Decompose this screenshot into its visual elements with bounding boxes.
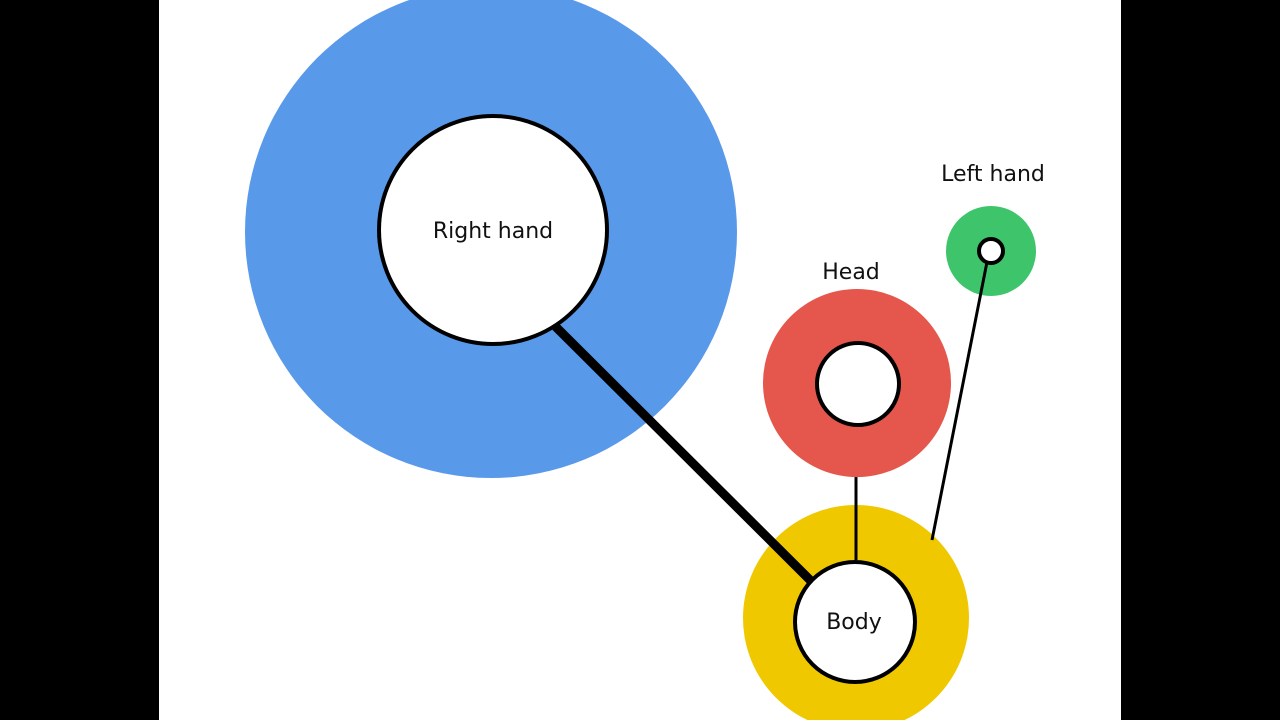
diagram-svg: Right hand Head Left hand Body bbox=[245, 0, 1045, 720]
connector-left-hand-body bbox=[930, 261, 989, 541]
diagram-canvas: Right hand Head Left hand Body bbox=[159, 0, 1121, 720]
right-hand-node bbox=[377, 114, 609, 346]
head-label: Head bbox=[822, 260, 880, 285]
right-hand-label: Right hand bbox=[433, 219, 553, 244]
left-hand-label: Left hand bbox=[941, 162, 1045, 187]
connector-right-hand-body bbox=[551, 322, 816, 586]
head-node bbox=[815, 341, 901, 427]
body-node bbox=[793, 560, 917, 684]
left-hand-node bbox=[977, 237, 1005, 265]
body-label: Body bbox=[826, 610, 882, 635]
